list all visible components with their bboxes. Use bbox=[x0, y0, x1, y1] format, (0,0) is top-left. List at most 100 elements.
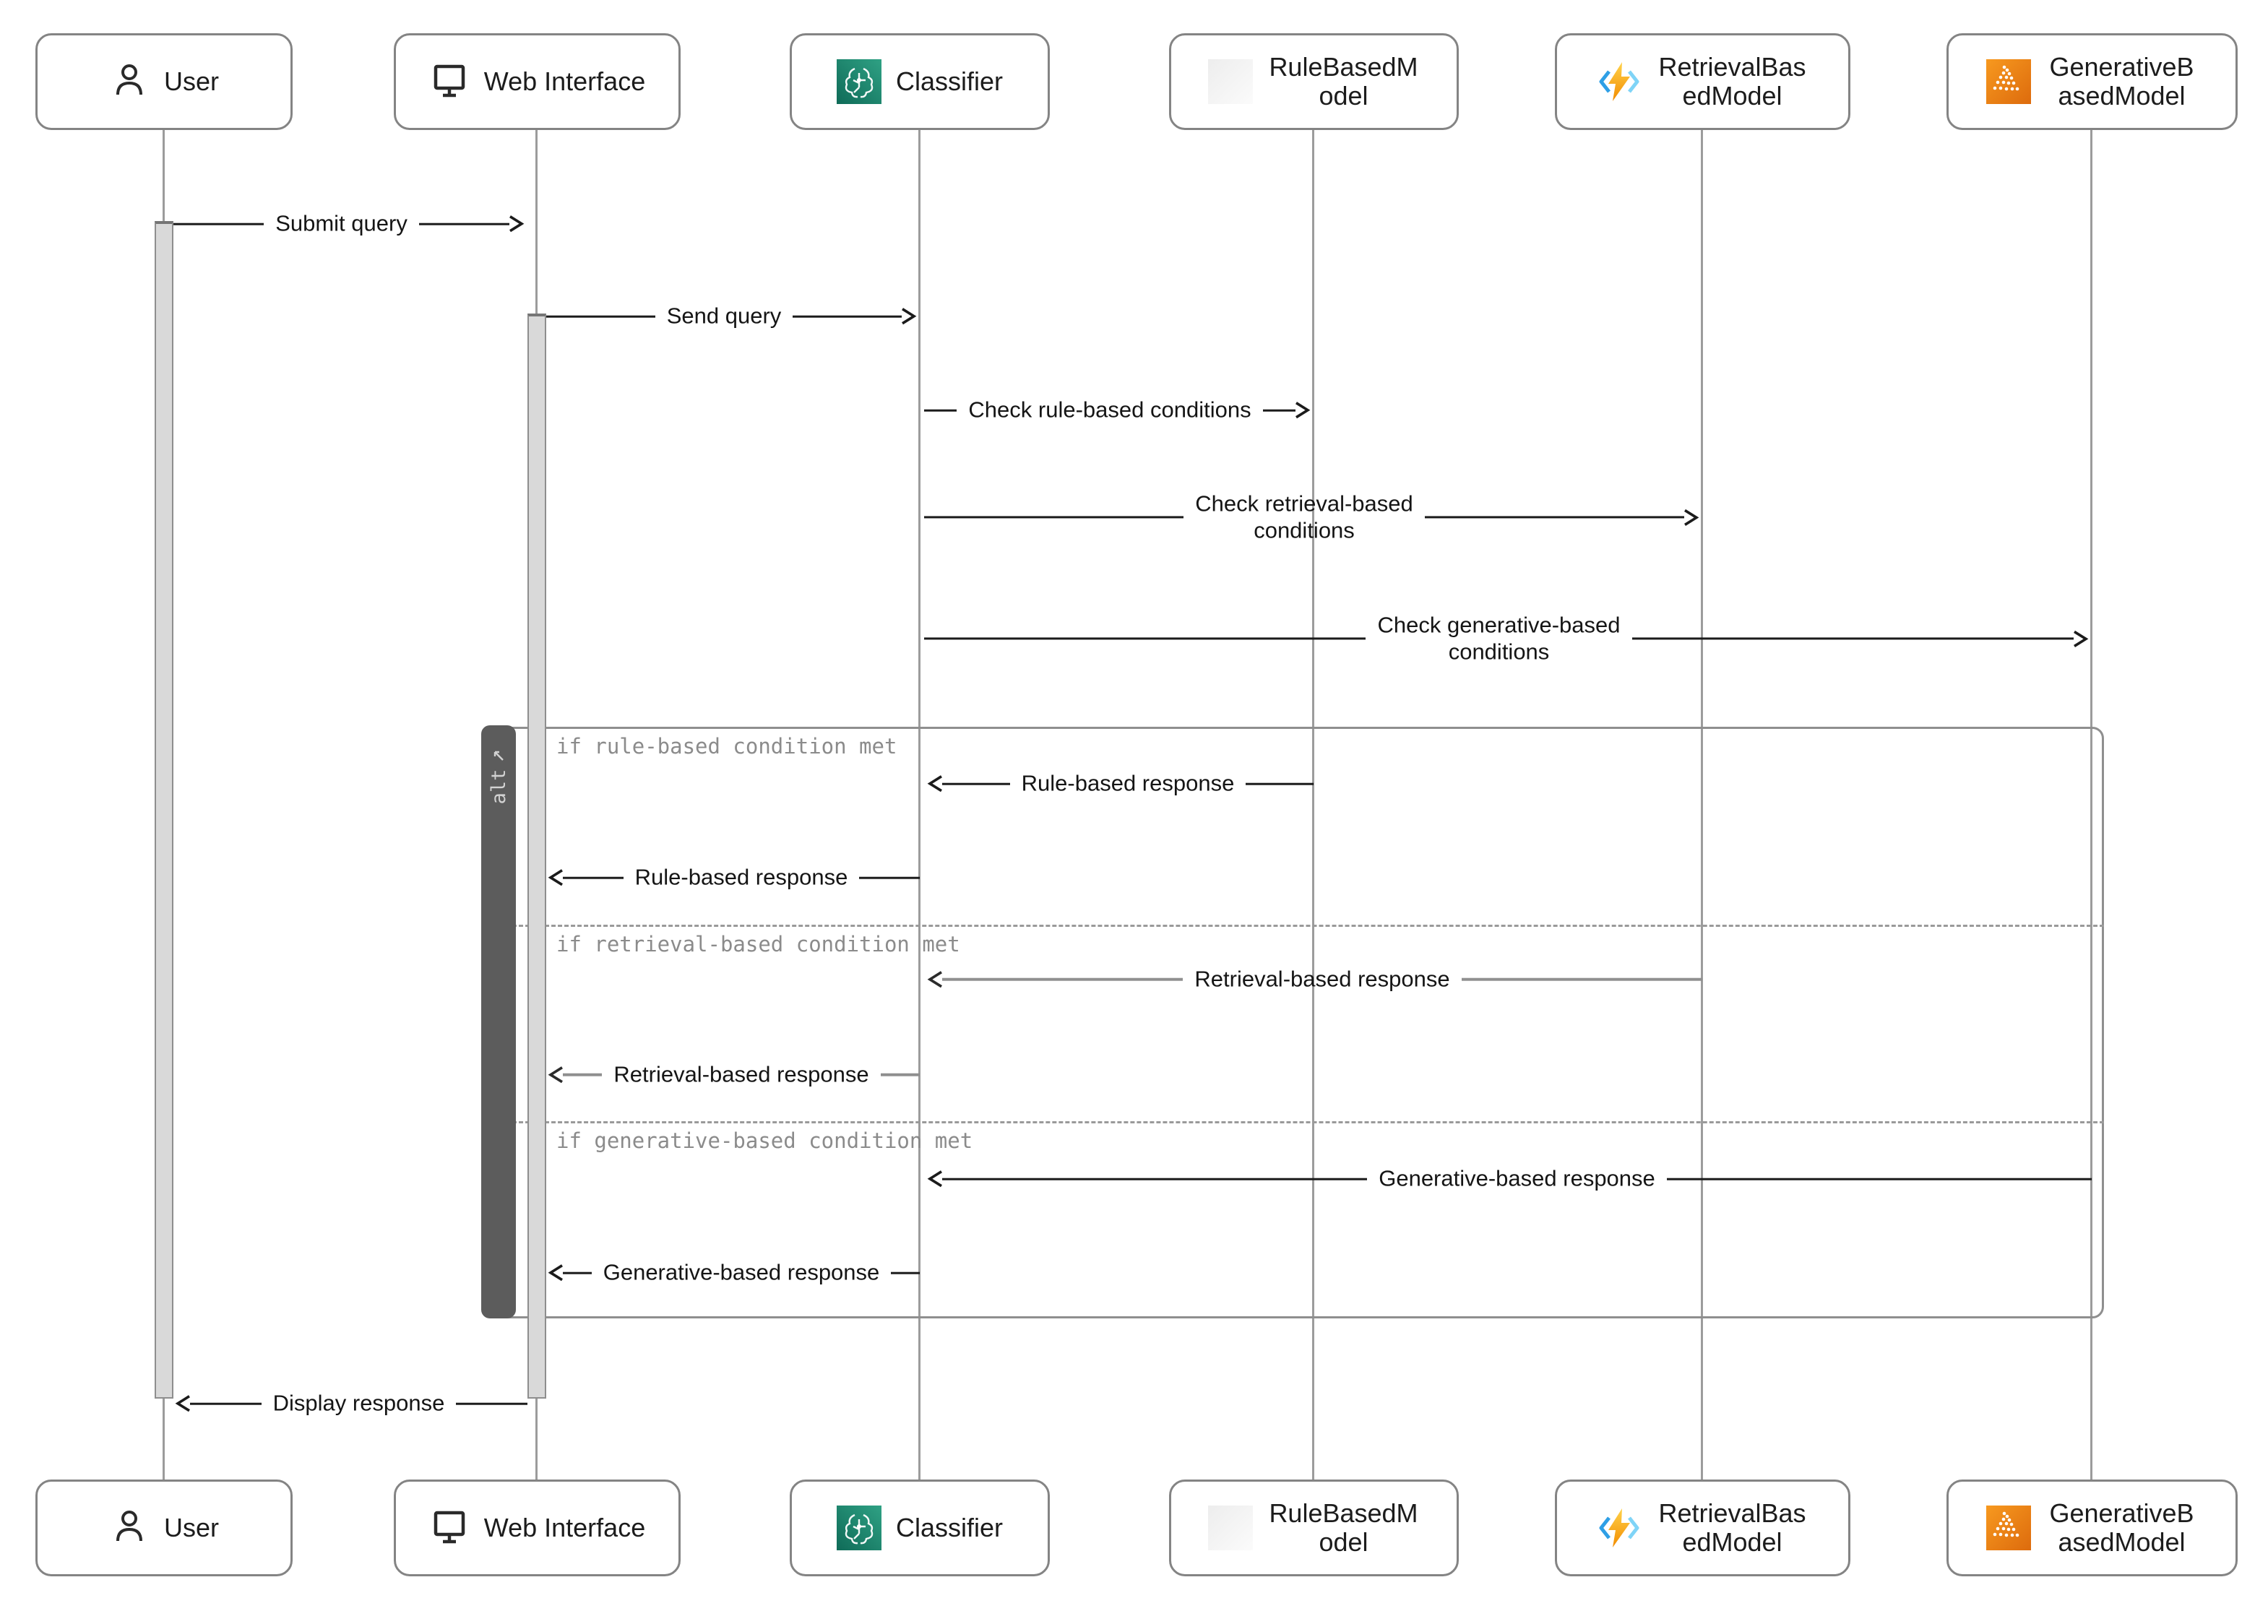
participant-user-top: User bbox=[35, 33, 293, 130]
person-icon bbox=[116, 1511, 142, 1542]
message-line bbox=[924, 409, 957, 412]
message-line bbox=[942, 782, 1010, 785]
message-line bbox=[456, 1402, 528, 1405]
participant-generative-based-model-bottom: GenerativeBasedModel bbox=[1946, 1480, 2238, 1576]
participant-web-interface-top: Web Interface bbox=[394, 33, 681, 130]
message-line bbox=[418, 223, 510, 225]
message-line bbox=[1246, 782, 1314, 785]
message-line bbox=[942, 977, 1183, 981]
participant-rule-based-model-bottom: RuleBasedModel bbox=[1169, 1480, 1459, 1576]
message-rule-response-to-web: Rule-based response bbox=[548, 865, 920, 891]
participant-label: RetrievalBasedModel bbox=[1658, 1498, 1806, 1557]
activation-bar-user bbox=[155, 221, 173, 1399]
arrowhead-icon bbox=[927, 971, 942, 988]
message-line bbox=[1631, 637, 2074, 640]
alt-tab-label: alt bbox=[487, 769, 510, 805]
message-check-generative-conditions: Check generative-based conditions bbox=[924, 612, 2089, 665]
participant-label: User bbox=[163, 1512, 219, 1542]
arrowhead-icon bbox=[1295, 402, 1311, 419]
message-line bbox=[563, 876, 624, 879]
participant-label: Web Interface bbox=[483, 1512, 646, 1542]
arrowhead-icon bbox=[927, 1170, 942, 1188]
message-label: Submit query bbox=[275, 210, 408, 236]
alt-tab-content: alt bbox=[487, 741, 510, 811]
lifeline-generative-based-model bbox=[2090, 130, 2092, 1480]
message-line bbox=[1424, 516, 1684, 519]
arrowhead-icon bbox=[548, 1066, 563, 1084]
alt-section-divider bbox=[493, 1121, 2104, 1123]
message-line bbox=[563, 1073, 603, 1076]
lifeline-rule-based-model bbox=[1312, 130, 1314, 1480]
message-display-response: Display response bbox=[175, 1390, 528, 1417]
message-line bbox=[563, 1271, 592, 1274]
message-line bbox=[924, 516, 1184, 519]
message-line bbox=[173, 223, 264, 225]
message-line bbox=[880, 1073, 920, 1076]
arrowhead-icon bbox=[902, 308, 917, 325]
arrowhead-icon bbox=[927, 775, 942, 792]
blank-tile-icon bbox=[1207, 1506, 1253, 1550]
message-retrieval-response-to-web: Retrieval-based response bbox=[548, 1062, 920, 1089]
message-label: Check rule-based conditions bbox=[968, 397, 1251, 423]
blank-tile-icon bbox=[1207, 59, 1253, 104]
message-label: Rule-based response bbox=[634, 864, 848, 890]
message-line bbox=[859, 876, 920, 879]
participant-label: Classifier bbox=[895, 66, 1004, 96]
message-label: Generative-based response bbox=[603, 1259, 880, 1285]
message-check-retrieval-conditions: Check retrieval-based conditions bbox=[924, 491, 1699, 543]
message-line bbox=[891, 1271, 920, 1274]
participant-classifier-top: Classifier bbox=[790, 33, 1050, 130]
participant-user-bottom: User bbox=[35, 1480, 293, 1576]
message-label: Generative-based response bbox=[1379, 1165, 1655, 1191]
alt-fragment-frame bbox=[493, 727, 2104, 1318]
participant-retrieval-based-model-bottom: RetrievalBasedModel bbox=[1555, 1480, 1850, 1576]
message-label: Check retrieval-based conditions bbox=[1195, 491, 1413, 543]
message-submit-query: Submit query bbox=[173, 211, 525, 238]
participant-label: User bbox=[163, 66, 219, 96]
message-retrieval-response-to-classifier: Retrieval-based response bbox=[927, 967, 1702, 993]
message-line bbox=[1461, 977, 1702, 981]
arrowhead-icon bbox=[2074, 630, 2089, 647]
lightning-icon bbox=[1599, 62, 1639, 101]
alt-condition-generative: if generative-based condition met bbox=[556, 1128, 973, 1153]
message-line bbox=[190, 1402, 262, 1405]
classifier-brain-icon bbox=[836, 1506, 881, 1550]
alt-section-divider bbox=[493, 925, 2104, 927]
person-icon bbox=[116, 64, 142, 95]
message-check-rule-conditions: Check rule-based conditions bbox=[924, 397, 1311, 424]
message-generative-response-to-classifier: Generative-based response bbox=[927, 1166, 2092, 1193]
participant-label: GenerativeBasedModel bbox=[2049, 51, 2194, 111]
participant-rule-based-model-top: RuleBasedModel bbox=[1169, 33, 1459, 130]
arrowhead-icon bbox=[509, 215, 525, 233]
participant-label: GenerativeBasedModel bbox=[2049, 1498, 2194, 1557]
lifeline-classifier bbox=[918, 130, 920, 1480]
activation-bar-web-interface bbox=[527, 314, 546, 1399]
arrowhead-icon bbox=[1684, 509, 1699, 526]
message-line bbox=[942, 1178, 1368, 1180]
participant-label: Classifier bbox=[895, 1512, 1004, 1542]
branch-icon bbox=[493, 751, 504, 761]
message-label: Check generative-based conditions bbox=[1377, 612, 1621, 664]
message-label: Rule-based response bbox=[1021, 770, 1235, 796]
lightning-icon bbox=[1599, 1508, 1639, 1547]
arrowhead-icon bbox=[548, 869, 563, 886]
alt-condition-rule: if rule-based condition met bbox=[556, 734, 897, 759]
alt-condition-retrieval: if retrieval-based condition met bbox=[556, 932, 960, 956]
message-generative-response-to-web: Generative-based response bbox=[548, 1260, 920, 1287]
dot-spray-icon bbox=[1985, 59, 2031, 104]
message-line bbox=[1666, 1178, 2092, 1180]
message-rule-response-to-classifier: Rule-based response bbox=[927, 771, 1314, 798]
message-label: Retrieval-based response bbox=[1194, 966, 1450, 992]
monitor-icon bbox=[434, 64, 465, 98]
participant-generative-based-model-top: GenerativeBasedModel bbox=[1946, 33, 2238, 130]
message-line bbox=[924, 637, 1366, 640]
message-send-query: Send query bbox=[546, 303, 917, 330]
message-label: Display response bbox=[272, 1390, 445, 1416]
message-label: Send query bbox=[666, 303, 782, 329]
message-line bbox=[1262, 409, 1296, 412]
message-line bbox=[546, 315, 655, 318]
message-label: Retrieval-based response bbox=[613, 1061, 869, 1087]
participant-label: RetrievalBasedModel bbox=[1658, 51, 1806, 111]
alt-fragment-tab: alt bbox=[481, 725, 516, 1318]
